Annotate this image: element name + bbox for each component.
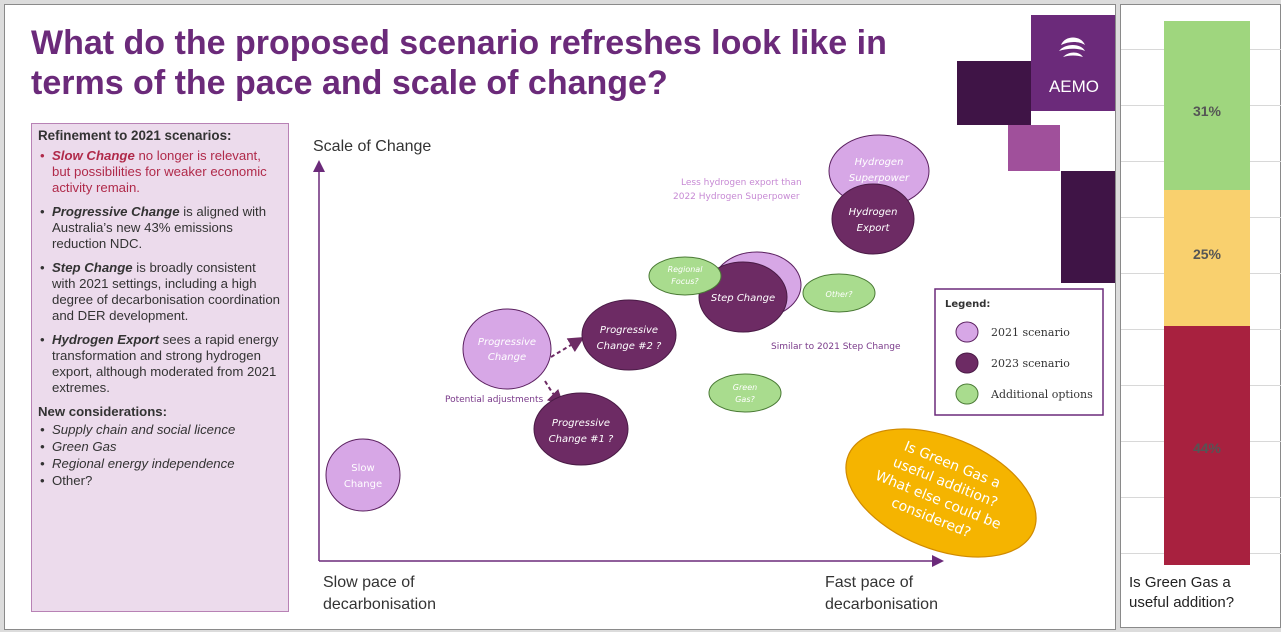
list-item: Supply chain and social licence (38, 422, 282, 438)
bubble-label: Slow (351, 463, 374, 474)
refinement-panel: Refinement to 2021 scenarios: Slow Chang… (31, 123, 289, 612)
bubble-progressive-change-1 (533, 392, 629, 466)
list-item: Hydrogen Export sees a rapid energy tran… (38, 332, 282, 396)
bubble-green-gas (708, 373, 782, 413)
adjustment-arrow-down (544, 380, 564, 406)
bubble-label: Green (733, 383, 757, 392)
segment-yes: 31% (1164, 21, 1250, 190)
y-axis-label: Scale of Change (313, 138, 431, 155)
legend-swatch-additional (955, 383, 979, 405)
bubble-label: Progressive (552, 418, 610, 429)
list-item: Progressive Change is aligned with Austr… (38, 204, 282, 252)
bubble-hydrogen-export (831, 183, 915, 255)
bubble-label: Change #1 ? (549, 434, 614, 445)
x-axis-right-label-2: decarbonisation (825, 596, 938, 613)
list-item: Regional energy independence (38, 456, 282, 472)
bubble-label: Hydrogen (855, 157, 904, 168)
item-lead: Step Change (52, 260, 133, 275)
bubble-label: Superpower (849, 173, 910, 184)
poll-result-chart: 31% 25% 44% Is Green Gas a useful additi… (1120, 4, 1281, 628)
annotation-potential-adjustments: Potential adjustments (445, 395, 543, 405)
adjustment-arrow-up (550, 336, 585, 358)
legend-item: 2023 scenario (991, 357, 1070, 370)
decor-square-dark (957, 61, 1031, 125)
decor-square-mid (1008, 125, 1060, 171)
annotation-similar-step: Similar to 2021 Step Change (771, 342, 901, 352)
item-lead: Hydrogen Export (52, 332, 159, 347)
list-item: Other? (38, 473, 282, 489)
annotation-less-hydrogen-2: 2022 Hydrogen Superpower (673, 192, 800, 202)
segment-label: 31% (1192, 103, 1222, 119)
refinement-list: Slow Change no longer is relevant, but p… (38, 148, 282, 396)
bubble-progressive-change-2 (581, 299, 677, 371)
bubble-label: Regional (668, 265, 704, 274)
bubble-label: Progressive (478, 337, 536, 348)
segment-label: 44% (1192, 440, 1222, 456)
bubble-label: Change (488, 352, 526, 363)
item-lead: Slow Change (52, 148, 135, 163)
legend-swatch-2023 (955, 352, 979, 374)
bubble-other (802, 273, 876, 313)
legend-item: 2021 scenario (991, 326, 1070, 339)
slide: What do the proposed scenario refreshes … (4, 4, 1116, 630)
bubble-progressive-change (462, 308, 552, 390)
aemo-logo (1031, 15, 1115, 111)
new-considerations-heading: New considerations: (38, 404, 167, 419)
item-text: sees a rapid energy transformation and s… (52, 332, 279, 395)
x-axis-left-label: Slow pace of (323, 574, 415, 591)
bubble-label: Step Change (711, 293, 775, 304)
page-title: What do the proposed scenario refreshes … (31, 24, 887, 102)
aemo-logo-icon (1059, 37, 1085, 57)
x-axis-right-label: Fast pace of (825, 574, 914, 591)
bubble-label: Focus? (671, 277, 699, 286)
bubble-label: Change #2 ? (597, 341, 662, 352)
poll-question-line: useful addition? (1129, 594, 1235, 611)
decor-square-bottom (1061, 171, 1115, 283)
considerations-list: Supply chain and social licence Green Ga… (38, 422, 282, 489)
legend-title: Legend: (945, 299, 990, 310)
poll-question-line: Is Green Gas a (1129, 574, 1231, 591)
list-item: Step Change is broadly consistent with 2… (38, 260, 282, 324)
x-axis-left-label-2: decarbonisation (323, 596, 436, 613)
poll-question: Is Green Gas a useful addition? (1129, 573, 1279, 613)
bubble-label: Gas? (735, 395, 755, 404)
item-lead: Progressive Change (52, 204, 180, 219)
list-item: Slow Change no longer is relevant, but p… (38, 148, 282, 196)
bubble-regional-focus (648, 256, 722, 296)
bubble-label: Change (344, 479, 382, 490)
segment-no: 44% (1164, 326, 1250, 565)
bubble-label: Progressive (600, 325, 658, 336)
legend-item: Additional options (990, 388, 1093, 401)
segment-label: 25% (1192, 246, 1222, 262)
refinement-heading: Refinement to 2021 scenarios: (38, 128, 232, 143)
legend-swatch-2021 (955, 321, 979, 343)
green-gas-callout: Is Green Gas a useful addition? What els… (845, 428, 1037, 558)
scenario-diagram: Scale of Change Slow pace of decarbonisa… (313, 134, 1104, 613)
bubble-label: Export (857, 223, 891, 234)
item-text: no longer is relevant, but possibilities… (52, 148, 267, 195)
aemo-logo-text: AEMO (1048, 77, 1100, 96)
segment-maybe: 25% (1164, 190, 1250, 326)
item-text: is aligned with Australia’s new 43% emis… (52, 204, 267, 251)
item-text: is broadly consistent with 2021 settings… (52, 260, 281, 323)
bubble-label: Other? (826, 290, 854, 299)
bubble-slow-change (325, 438, 401, 512)
bubble-label: Hydrogen (849, 207, 898, 218)
bubble-step-change (698, 261, 788, 333)
list-item: Green Gas (38, 439, 282, 455)
annotation-less-hydrogen: Less hydrogen export than (681, 178, 802, 188)
